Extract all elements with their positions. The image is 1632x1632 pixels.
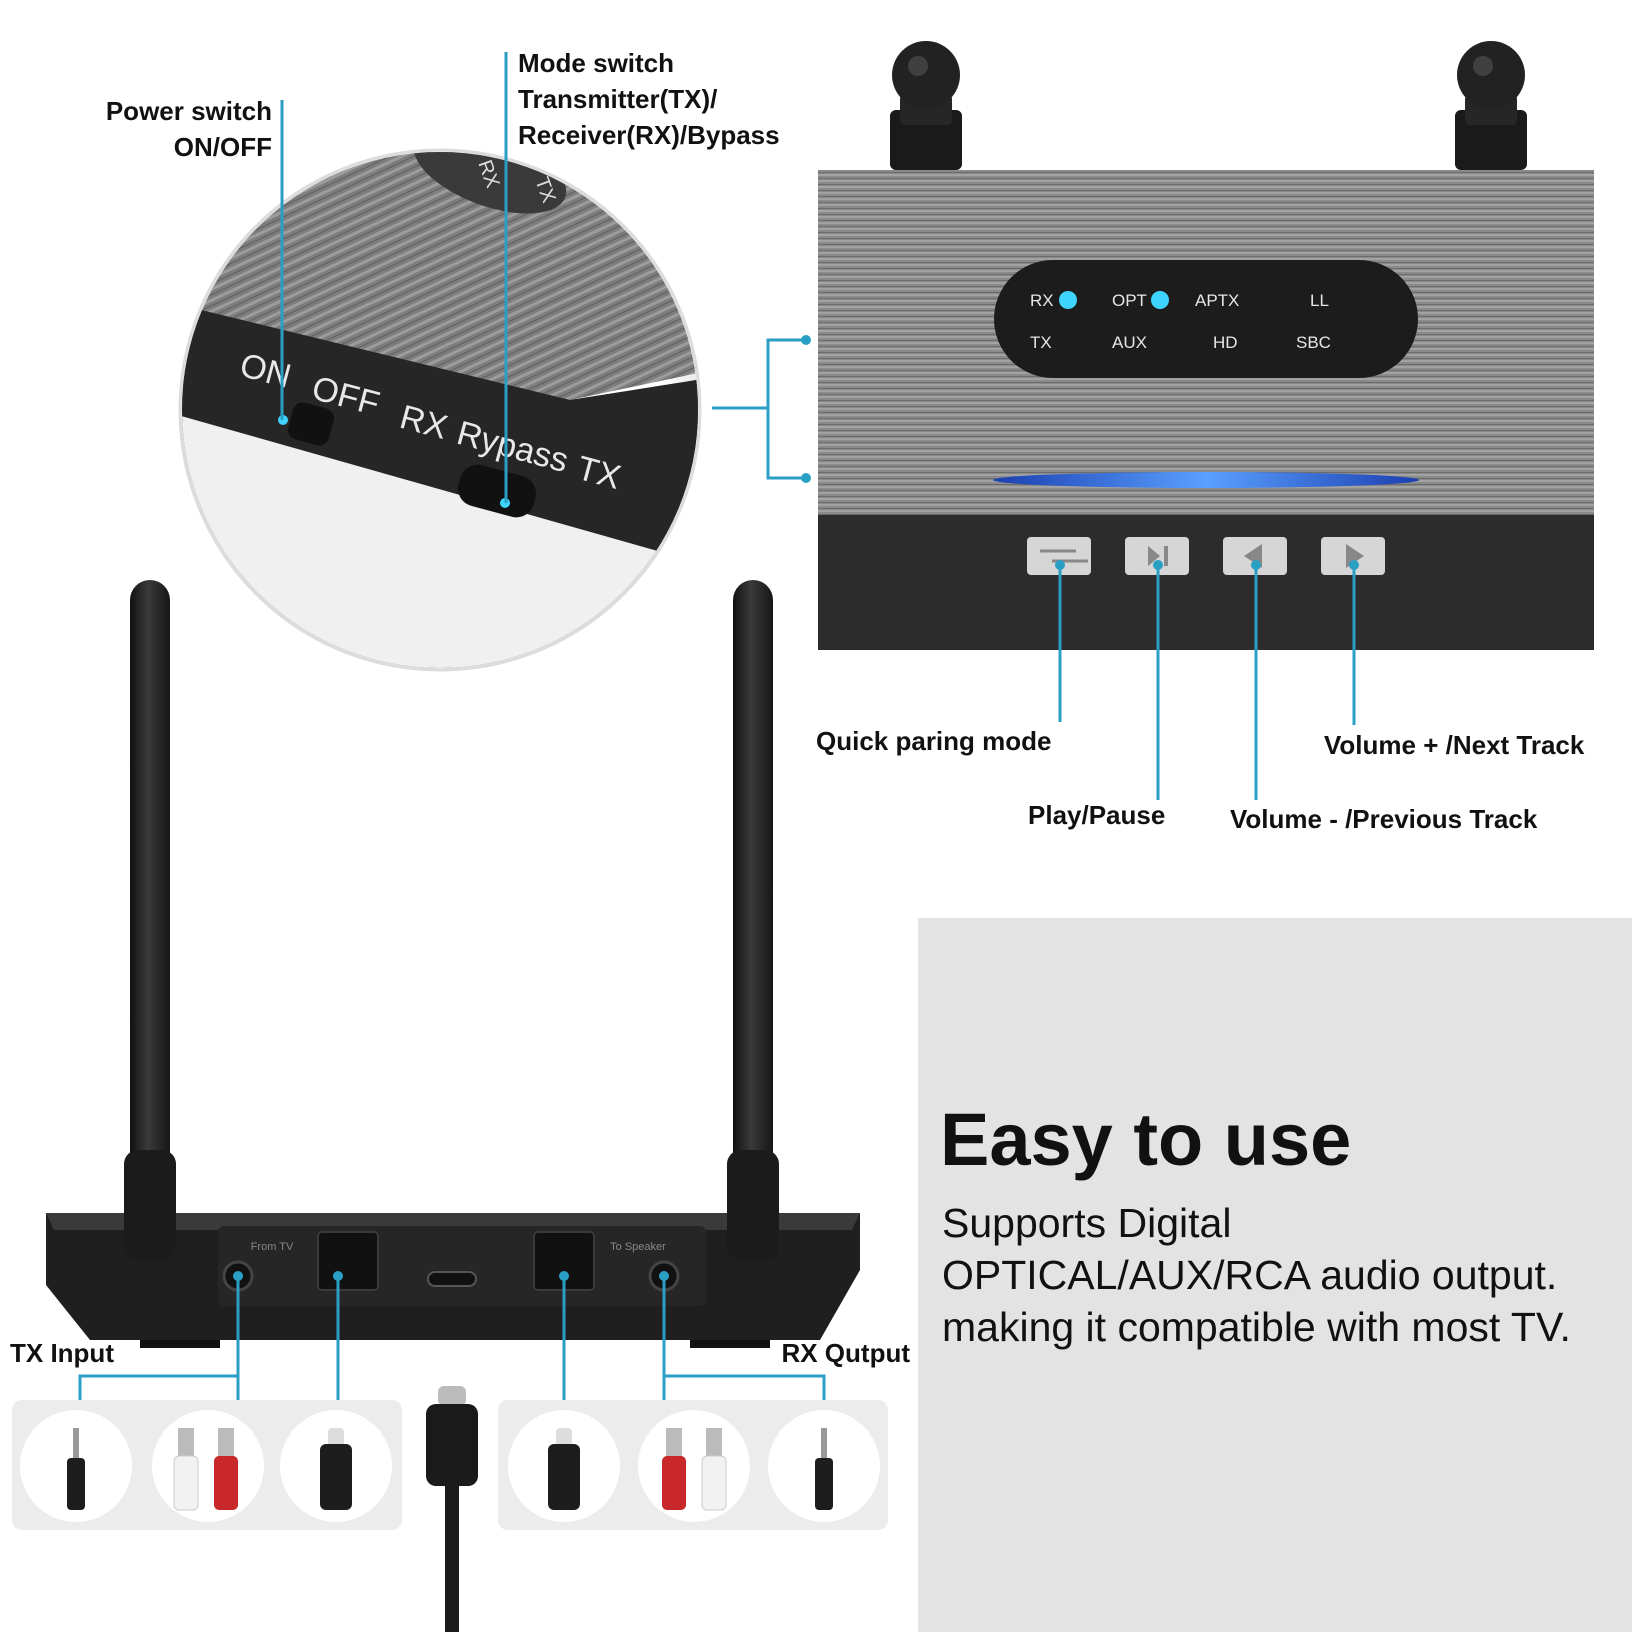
- mode-switch-label-1: Mode switch: [518, 48, 674, 78]
- antenna-left: [124, 580, 176, 1260]
- aux-plug-icon: [67, 1428, 833, 1510]
- play-pause-button[interactable]: [1125, 537, 1189, 575]
- play-pause-label: Play/Pause: [1028, 800, 1165, 830]
- front-panel-device: [818, 41, 1594, 650]
- volume-up-label: Volume + /Next Track: [1324, 730, 1585, 760]
- rx-output-label: RX Qutput: [781, 1338, 910, 1368]
- power-switch-label-1: Power switch: [106, 96, 272, 126]
- led-opt: OPT: [1112, 291, 1147, 310]
- feature-line-2: OPTICAL/AUX/RCA audio output.: [942, 1252, 1558, 1298]
- antenna-stub-left: [890, 41, 962, 170]
- antenna-right: [727, 580, 779, 1260]
- status-light-bar: [993, 472, 1419, 488]
- rca-plug-icon: [173, 1428, 727, 1511]
- feature-line-1: Supports Digital: [942, 1200, 1232, 1246]
- zoom-detail-circle: RX TX ON OFF RX Rypass TX: [178, 148, 702, 672]
- led-tx: TX: [1030, 333, 1052, 352]
- callout-lines-top: [280, 52, 508, 503]
- to-speaker-label: To Speaker: [610, 1241, 666, 1253]
- feature-headline: Easy to use: [940, 1098, 1352, 1181]
- usb-c-cable-icon: [426, 1386, 478, 1632]
- optical-in-port: [317, 1231, 379, 1291]
- led-labels: RX OPT APTX LL TX AUX HD SBC: [1030, 291, 1331, 352]
- pairing-button[interactable]: [1027, 537, 1091, 575]
- led-ll: LL: [1310, 291, 1329, 310]
- usb-c-port: [427, 1271, 477, 1287]
- led-sbc: SBC: [1296, 333, 1331, 352]
- led-aptx: APTX: [1195, 291, 1239, 310]
- mode-switch-label-2: Transmitter(TX)/: [518, 84, 717, 114]
- from-tv-label: From TV: [251, 1241, 294, 1253]
- side-bracket: [712, 338, 806, 480]
- rca-plug-tx: [152, 1410, 264, 1522]
- feature-panel: [918, 918, 1632, 1632]
- tx-input-label: TX Input: [10, 1338, 114, 1368]
- led-opt-indicator: [1151, 291, 1169, 309]
- feature-line-3: making it compatible with most TV.: [942, 1304, 1571, 1350]
- led-hd: HD: [1213, 333, 1238, 352]
- rca-plug-rx: [638, 1410, 750, 1522]
- power-switch-label-2: ON/OFF: [174, 132, 272, 162]
- mode-switch-label-3: Receiver(RX)/Bypass: [518, 120, 780, 150]
- led-aux: AUX: [1112, 333, 1147, 352]
- button-callouts: [1058, 565, 1356, 800]
- volume-down-label: Volume - /Previous Track: [1230, 804, 1538, 834]
- led-rx-indicator: [1059, 291, 1077, 309]
- back-panel-device: [46, 580, 860, 1348]
- optical-plug-icon: [320, 1428, 580, 1510]
- led-rx: RX: [1030, 291, 1054, 310]
- quick-pairing-label: Quick paring mode: [816, 726, 1052, 756]
- antenna-stub-right: [1455, 41, 1527, 170]
- port-callouts: [78, 1276, 826, 1400]
- led-display: [994, 260, 1418, 378]
